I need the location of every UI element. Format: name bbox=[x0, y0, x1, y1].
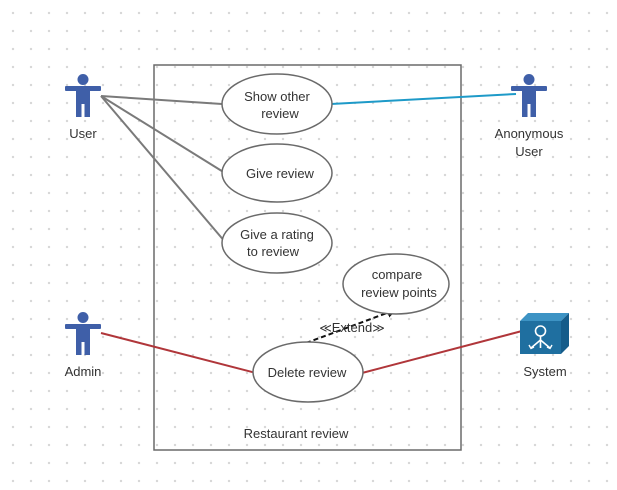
system-cube-icon bbox=[520, 313, 569, 354]
stick-person-icon bbox=[65, 312, 101, 355]
actor-anonymous-user[interactable]: Anonymous User bbox=[495, 74, 564, 159]
system-boundary-label: Restaurant review bbox=[244, 426, 349, 441]
actor-label: Anonymous bbox=[495, 126, 564, 141]
use-case-label: Give review bbox=[246, 166, 315, 181]
use-case-delete-review[interactable]: Delete review bbox=[252, 341, 364, 403]
use-case-label: compare bbox=[372, 267, 423, 282]
extend-relationship[interactable]: ≪Extend≫ bbox=[305, 308, 397, 344]
extend-close-guillemet: ≫ bbox=[372, 321, 385, 335]
actor-admin[interactable]: Admin bbox=[65, 312, 102, 379]
association-user-give-rating[interactable] bbox=[100, 95, 227, 244]
use-case-label: review points bbox=[361, 285, 437, 300]
actor-label: System bbox=[523, 364, 566, 379]
extend-open-guillemet: ≪ bbox=[319, 321, 332, 335]
use-case-give-review[interactable]: Give review bbox=[221, 143, 333, 203]
association-lines bbox=[100, 93, 523, 374]
use-case-show-other-review[interactable]: Show other review bbox=[221, 73, 333, 135]
use-case-label: to review bbox=[247, 244, 300, 259]
actor-label: Admin bbox=[65, 364, 102, 379]
use-case-label: Delete review bbox=[268, 365, 347, 380]
actor-system[interactable]: System bbox=[520, 313, 569, 379]
extend-label: ≪Extend≫ bbox=[319, 320, 385, 335]
system-boundary[interactable]: Restaurant review bbox=[153, 64, 462, 451]
actor-label: User bbox=[515, 144, 543, 159]
actor-label: User bbox=[69, 126, 97, 141]
use-case-compare-review-points[interactable]: compare review points bbox=[342, 253, 450, 315]
use-case-label: review bbox=[261, 106, 299, 121]
association-admin-delete-review[interactable] bbox=[100, 332, 257, 374]
association-user-show-other-review[interactable] bbox=[100, 95, 223, 105]
use-case-label: Show other bbox=[244, 89, 310, 104]
extend-label-text: Extend bbox=[332, 320, 372, 335]
use-case-give-rating[interactable]: Give a rating to review bbox=[221, 212, 333, 274]
actor-user[interactable]: User bbox=[65, 74, 101, 141]
association-anonymous-show-other-review[interactable] bbox=[330, 93, 517, 105]
stick-person-icon bbox=[65, 74, 101, 117]
association-system-delete-review[interactable] bbox=[361, 330, 523, 374]
association-user-give-review[interactable] bbox=[100, 95, 226, 174]
stick-person-icon bbox=[511, 74, 547, 117]
use-case-label: Give a rating bbox=[240, 227, 314, 242]
